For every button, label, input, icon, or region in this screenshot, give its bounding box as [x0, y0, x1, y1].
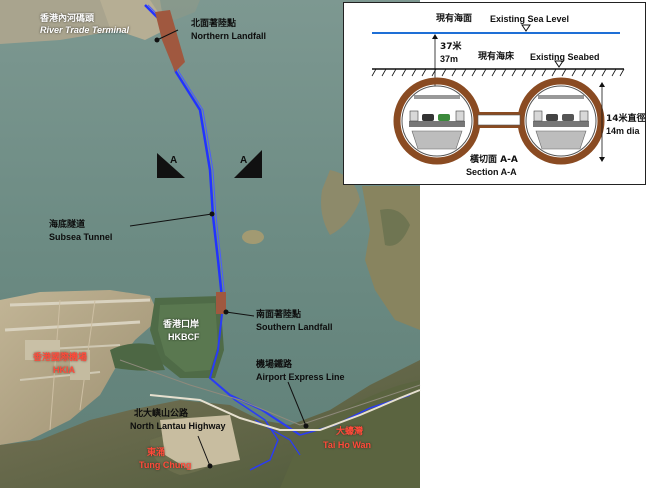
sea-level-marker-icon: [521, 24, 531, 32]
left-tunnel-bore: [393, 77, 481, 165]
airport-express-line: [119, 359, 421, 426]
tai-ho-wan-label-zh: 大蠔灣: [336, 427, 364, 437]
hkbcf-label-zh: 香港口岸: [163, 320, 200, 330]
section-inset: 現有海面 Existing Sea Level 37米 37m 現有海床 Exi…: [343, 2, 646, 185]
northern-landfall-label-en: Northern Landfall: [191, 31, 267, 41]
seabed-marker-icon: [554, 60, 564, 68]
section-marker-icon: [157, 153, 185, 178]
section-marker-right-label: A: [240, 155, 248, 166]
southern-landfall-label-zh: 南面著陸點: [256, 310, 302, 320]
section-marker-left-label: A: [170, 155, 178, 166]
northern-landfall-label-zh: 北面著陸點: [191, 19, 237, 29]
section-diagram: [371, 24, 625, 165]
islet: [242, 230, 264, 244]
east-island: [321, 170, 360, 235]
subsea-tunnel-label-zh: 海底隧道: [49, 220, 86, 230]
hkia-label-en: HKIA: [53, 365, 75, 375]
subsea-tunnel-label-en: Subsea Tunnel: [49, 232, 113, 242]
seabed-label-zh: 現有海床: [478, 52, 515, 62]
southern-landfall-label-en: Southern Landfall: [256, 322, 333, 332]
depth-label-zh: 37米: [440, 42, 462, 52]
hkbcf-label-en: HKBCF: [168, 332, 200, 342]
north-lantau-highway: [149, 389, 421, 431]
airport-express-label-en: Airport Express Line: [256, 372, 345, 382]
north-lantau-highway-label-zh: 北大嶼山公路: [134, 409, 189, 419]
sea-level-label-en: Existing Sea Level: [490, 14, 570, 24]
tung-chung-label-en: Tung Chung: [139, 460, 192, 470]
river-trade-terminal-label-en: River Trade Terminal: [40, 25, 130, 35]
diameter-label-en: 14m dia: [606, 126, 640, 136]
north-lantau-highway-label-en: North Lantau Highway: [130, 421, 226, 431]
river-trade-terminal-label-zh: 香港內河碼頭: [40, 14, 95, 24]
airport-express-label-zh: 機場鐵路: [256, 360, 293, 370]
section-title-en: Section A-A: [466, 167, 517, 177]
tung-chung-label-zh: 東涌: [147, 448, 166, 458]
section-title-zh: 橫切面 A-A: [470, 155, 518, 165]
diameter-label-zh: 14米直徑: [606, 114, 646, 124]
section-marker-icon: [234, 150, 262, 178]
southern-landfall: [216, 292, 226, 314]
northern-landfall: [155, 10, 185, 72]
sea-level-label-zh: 現有海面: [436, 14, 473, 24]
seabed-label-en: Existing Seabed: [530, 52, 600, 62]
right-tunnel-bore: [517, 77, 605, 165]
hkia-label-zh: 香港國際機場: [33, 353, 88, 363]
depth-label-en: 37m: [440, 54, 459, 64]
tai-ho-wan-label-en: Tai Ho Wan: [323, 440, 371, 450]
